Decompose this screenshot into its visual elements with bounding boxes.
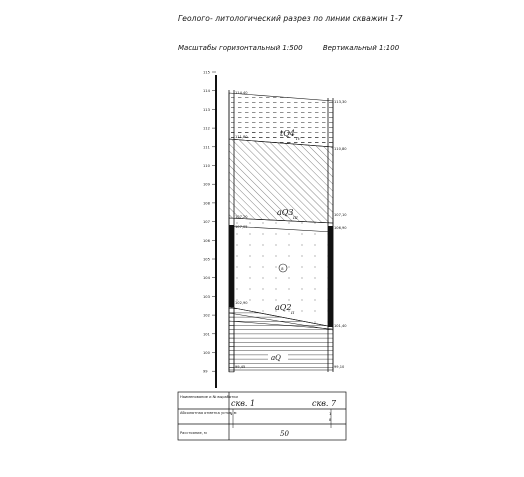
axis-tick-label: 102 bbox=[203, 314, 210, 318]
w1-elev-5: 99,45 bbox=[235, 365, 245, 369]
elevation-axis: 115 114 113 112 111 110 109 108 107 106 105 104 103 1… bbox=[203, 71, 217, 388]
axis-tick-label: 106 bbox=[203, 239, 211, 243]
axis-tick-label: 107 bbox=[203, 220, 210, 224]
well-1 bbox=[228, 90, 235, 373]
w1-elev-0: 114,40 bbox=[235, 91, 248, 95]
w7-elev-2: 107,10 bbox=[334, 213, 347, 217]
w7-elev-1: 110,80 bbox=[334, 147, 347, 151]
well-7-mark: 1 bbox=[329, 412, 331, 416]
distance-value: 50 bbox=[280, 430, 289, 438]
label-aq2-sub: II bbox=[290, 310, 295, 315]
well-1-elevations: 114,40 111,80 107,20 107,05 102,90 99,45 bbox=[235, 91, 248, 369]
axis-tick-label: 100 bbox=[203, 351, 211, 355]
label-tq4-sub: IV bbox=[295, 136, 302, 141]
vertical-scale: Вертикальный 1:100 bbox=[322, 44, 400, 52]
w7-elev-3: 106,90 bbox=[334, 226, 347, 230]
w1-elev-2: 107,20 bbox=[235, 215, 248, 219]
horizontal-scale: Масштабы горизонтальный 1:500 bbox=[178, 44, 303, 52]
well-1-mark: 1 bbox=[230, 412, 232, 416]
row-label-distance: Расстояние, м bbox=[180, 431, 207, 435]
axis-tick-label: 109 bbox=[203, 183, 211, 187]
axis-tick-label: 103 bbox=[203, 295, 210, 299]
axis-tick-label: 110 bbox=[203, 164, 211, 168]
layer-labels: tQ4 IV aQ3 III aQ2 II aQ bbox=[268, 129, 302, 362]
axis-tick-label: 111 bbox=[203, 145, 210, 149]
axis-tick-label: 115 bbox=[203, 71, 210, 75]
well-7-name: скв. 7 bbox=[312, 399, 337, 408]
circle-symbol: 8 bbox=[278, 263, 288, 273]
w1-elev-1: 111,80 bbox=[235, 135, 248, 139]
well-1-name: скв. 1 bbox=[231, 399, 255, 408]
row-label-well: Наименование и № выработки bbox=[180, 395, 239, 399]
label-aq3: aQ3 bbox=[277, 208, 293, 217]
w1-elev-3: 107,05 bbox=[235, 225, 248, 229]
section-title: Геолого- литологический разрез по линии … bbox=[178, 14, 403, 23]
well-7-depth: 8 bbox=[329, 418, 332, 422]
axis-tick-label: 112 bbox=[203, 127, 210, 131]
w7-elev-4: 101,40 bbox=[334, 324, 347, 328]
w7-elev-5: 99,10 bbox=[334, 365, 345, 369]
axis-tick-label: 99 bbox=[203, 370, 208, 374]
circle-symbol-text: 8 bbox=[281, 267, 284, 271]
label-aq2: aQ2 bbox=[275, 303, 291, 312]
row-label-elevation: Абсолютная отметка устья, м bbox=[180, 411, 237, 415]
axis-tick-label: 101 bbox=[203, 332, 210, 336]
well-7-elevations: 113,30 110,80 107,10 106,90 101,40 99,10 bbox=[334, 100, 347, 369]
scale-line: Масштабы горизонтальный 1:500 Вертикальн… bbox=[178, 44, 417, 52]
axis-tick-label: 104 bbox=[203, 276, 211, 280]
w1-elev-4: 102,90 bbox=[235, 301, 248, 305]
w7-elev-0: 113,30 bbox=[334, 100, 347, 104]
label-aq3-sub: III bbox=[292, 215, 298, 220]
axis-tick-label: 114 bbox=[203, 89, 211, 93]
axis-tick-label: 105 bbox=[203, 258, 210, 262]
label-tq4: tQ4 bbox=[280, 129, 295, 138]
info-table: Наименование и № выработки Абсолютная от… bbox=[177, 391, 347, 441]
label-aq: aQ bbox=[271, 354, 281, 362]
well-7 bbox=[327, 98, 334, 372]
axis-tick-label: 113 bbox=[203, 108, 210, 112]
axis-tick-label: 108 bbox=[203, 201, 211, 205]
